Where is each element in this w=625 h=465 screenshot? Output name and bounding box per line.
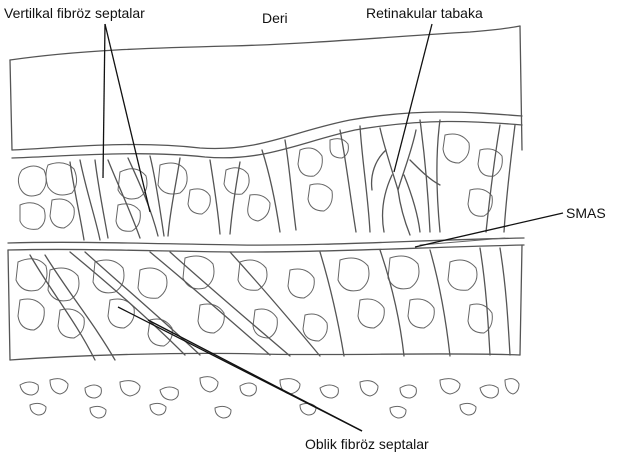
oblique-septa-strands bbox=[30, 248, 510, 360]
leader-oblique-2 bbox=[148, 320, 362, 431]
deep-fat-lobules bbox=[16, 256, 492, 346]
leader-retinacular bbox=[394, 24, 432, 172]
label-retinacular-layer: Retinakular tabaka bbox=[366, 5, 483, 21]
leader-vertical-septa-1 bbox=[103, 24, 105, 178]
label-smas: SMAS bbox=[566, 205, 606, 221]
leader-vertical-septa-2 bbox=[105, 24, 150, 212]
leader-smas bbox=[415, 213, 563, 247]
vertical-septa-strands bbox=[70, 120, 515, 240]
label-skin: Deri bbox=[262, 10, 288, 26]
leader-lines bbox=[103, 24, 563, 431]
skin-layer bbox=[10, 26, 522, 158]
label-vertical-fibrous-septa: Vertilkal fibröz septalar bbox=[4, 5, 145, 21]
label-oblique-fibrous-septa: Oblik fibröz septalar bbox=[305, 436, 429, 452]
